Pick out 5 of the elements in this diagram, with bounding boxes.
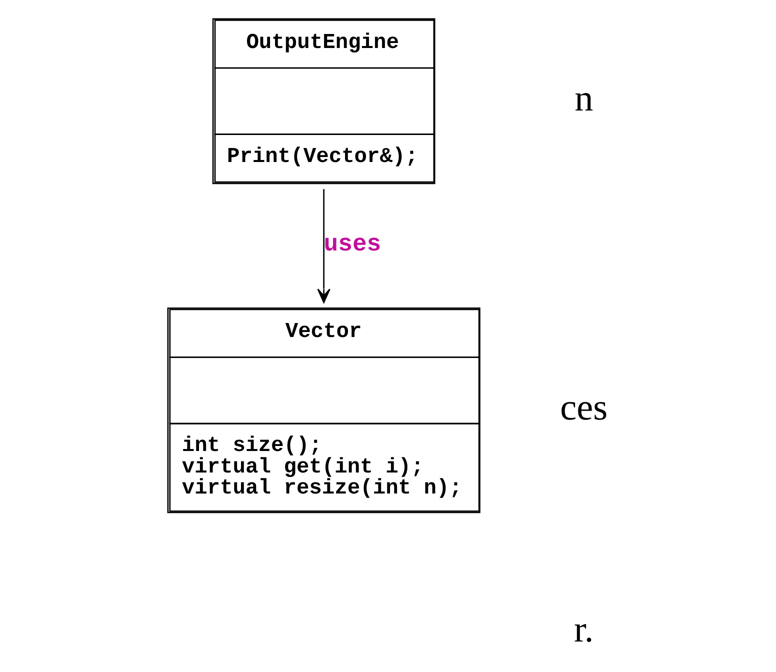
arrow [316,189,330,304]
edge-label: uses [323,231,381,258]
label: ces [560,387,608,428]
label: n [574,78,593,120]
label: r. [574,610,594,651]
